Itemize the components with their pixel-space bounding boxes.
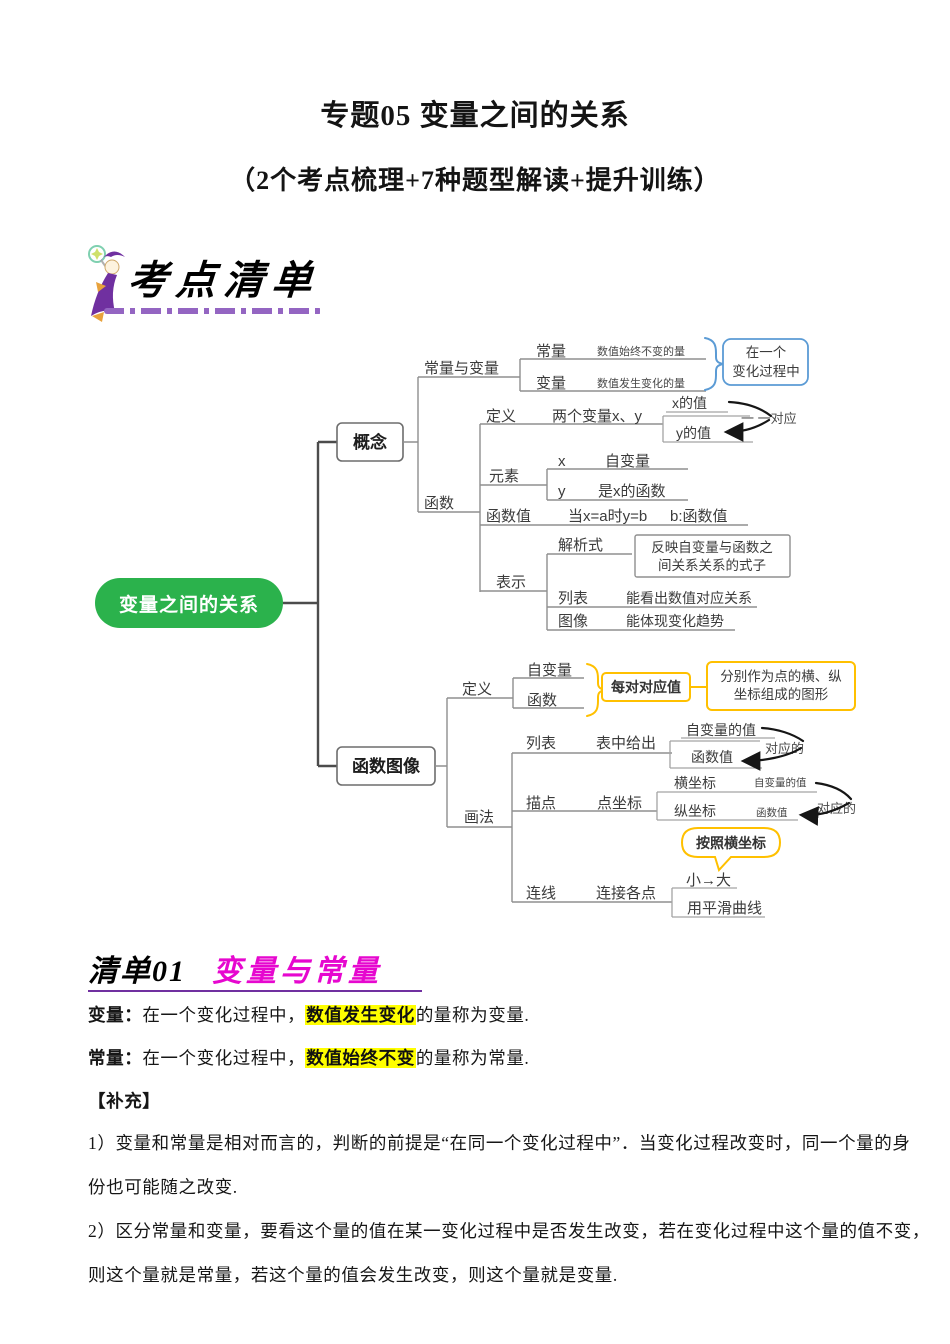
plot-row1: 横坐标 [674, 775, 716, 791]
constant-highlight: 数值始终不变 [305, 1048, 416, 1068]
fn-label: 函数 [424, 495, 454, 512]
list-heading: 清单01 变量与常量 [88, 946, 382, 990]
definition-constant: 常量：在一个变化过程中，数值始终不变的量称为常量. [88, 1045, 900, 1070]
rep-label: 表示 [496, 574, 526, 591]
plot-arrow-left [798, 801, 851, 826]
gdef-indep: 自变量 [527, 662, 572, 679]
list-number: 清单01 [88, 955, 186, 988]
map-arrow-left [723, 418, 771, 442]
pair-label: 每对对应值 [611, 679, 681, 695]
fn-def-y: y的值 [676, 425, 711, 441]
plot-arrow-down [814, 781, 853, 801]
variable-post: 的量称为变量. [415, 1005, 530, 1025]
dtable-desc: 表中给出 [596, 735, 656, 752]
gdef-label: 定义 [462, 681, 492, 698]
xy-bracket [662, 411, 753, 443]
variable-pre: 在一个变化过程中， [142, 1005, 306, 1025]
graph-brackets [656, 737, 817, 918]
line-label: 连线 [526, 885, 556, 902]
banner-title: 考点清单 [126, 258, 322, 303]
rep-table: 列表 [558, 590, 588, 607]
pair-desc2: 坐标组成的图形 [734, 687, 829, 702]
note2-line2: 则这个量就是常量，若这个量的值会发生改变，则这个量就是变量. [88, 1265, 618, 1285]
var-term: 变量 [536, 375, 566, 392]
line-order: 小→大 [686, 872, 731, 889]
page-title: 专题05 变量之间的关系 [320, 100, 630, 132]
constant-term: 常量： [88, 1048, 143, 1068]
dtable-arrow-down [760, 726, 805, 743]
banner-underline [104, 308, 322, 314]
list-topic: 变量与常量 [212, 955, 382, 988]
root-label: 变量之间的关系 [119, 593, 259, 616]
graph-branch-lines [435, 677, 672, 903]
definition-variable: 变量：在一个变化过程中，数值发生变化的量称为变量. [88, 1002, 900, 1027]
list-heading-underline [88, 990, 422, 992]
variable-highlight: 数值发生变化 [305, 1005, 416, 1025]
const-desc: 数值始终不变的量 [597, 344, 685, 358]
blue-brace [704, 337, 724, 391]
const-term: 常量 [536, 343, 566, 360]
line-desc: 连接各点 [596, 885, 656, 902]
line-smooth: 用平滑曲线 [687, 900, 762, 917]
elem-y-desc: 是x的函数 [598, 483, 666, 500]
gdef-func: 函数 [527, 692, 557, 709]
page-subtitle: （2个考点梳理+7种题型解读+提升训练） [229, 166, 721, 195]
plot-desc: 点坐标 [597, 795, 642, 812]
pair-desc-box [706, 661, 856, 711]
elem-label: 元素 [489, 468, 519, 485]
plot-row2-desc: 函数值 [756, 806, 788, 819]
dtable-arrow-left [740, 746, 803, 771]
formula-desc1: 反映自变量与函数之 [651, 540, 773, 555]
var-desc: 数值发生变化的量 [597, 376, 685, 390]
scope-line1: 在一个 [746, 345, 787, 360]
note1-line2: 份也可能随之改变. [88, 1177, 238, 1197]
formula-box [634, 534, 791, 578]
val-desc: 当x=a时y=b [568, 508, 647, 525]
fn-def-x: x的值 [672, 395, 707, 411]
banner: 考点清单 [84, 240, 334, 330]
scope-box [722, 338, 809, 386]
plot-row2: 纵坐标 [674, 803, 716, 819]
concept-label: 概念 [353, 432, 387, 452]
mindmap: 变量之间的关系 概念 函数图像 常量与变量 常量 数值始终不变的量 变量 数值发… [95, 337, 856, 918]
pair-desc1: 分别作为点的横、纵 [720, 669, 842, 684]
val-label: 函数值 [486, 508, 531, 525]
root-node [95, 578, 283, 628]
dtable-top: 自变量的值 [686, 722, 756, 738]
dtable-label: 列表 [526, 735, 556, 752]
plot-label: 描点 [526, 795, 556, 812]
rep-table-desc: 能看出数值对应关系 [626, 590, 752, 606]
note2-line1: 2）区分常量和变量，要看这个量的值在某一变化过程中是否发生改变，若在变化过程中这… [88, 1221, 930, 1241]
constant-post: 的量称为常量. [415, 1048, 530, 1068]
concept-branch-lines [403, 358, 757, 631]
rep-image-desc: 能体现变化趋势 [626, 613, 724, 629]
plot-row1-desc: 自变量的值 [754, 776, 807, 789]
val-note: b:函数值 [670, 508, 728, 525]
scope-line2: 变化过程中 [732, 364, 800, 379]
bubble [680, 827, 782, 872]
dtable-bottom: 函数值 [691, 749, 733, 765]
formula-desc2: 间关系关系的式子 [658, 558, 766, 573]
rep-image: 图像 [558, 613, 588, 630]
fn-def-label: 定义 [486, 408, 516, 425]
mascot-icon [88, 245, 125, 322]
supplement-heading: 【补充】 [88, 1091, 161, 1111]
draw-label: 画法 [464, 809, 494, 826]
root-connector [283, 440, 337, 768]
elem-y: y [558, 483, 566, 500]
variable-term: 变量： [88, 1005, 143, 1025]
fn-def-desc: 两个变量x、y [552, 408, 643, 425]
rep-formula: 解析式 [558, 537, 603, 554]
elem-x: x [558, 453, 566, 470]
constant-pre: 在一个变化过程中， [142, 1048, 306, 1068]
clv-label: 常量与变量 [424, 360, 499, 377]
fn-def-map: 一 一对应 [741, 411, 797, 426]
graph-label: 函数图像 [352, 756, 421, 776]
bubble-label: 按照横坐标 [696, 835, 766, 851]
map-arrow-down [727, 400, 773, 418]
note1-line1: 1）变量和常量是相对而言的，判断的前提是“在同一个变化过程中”．当变化过程改变时… [88, 1133, 911, 1153]
elem-x-desc: 自变量 [605, 453, 650, 470]
